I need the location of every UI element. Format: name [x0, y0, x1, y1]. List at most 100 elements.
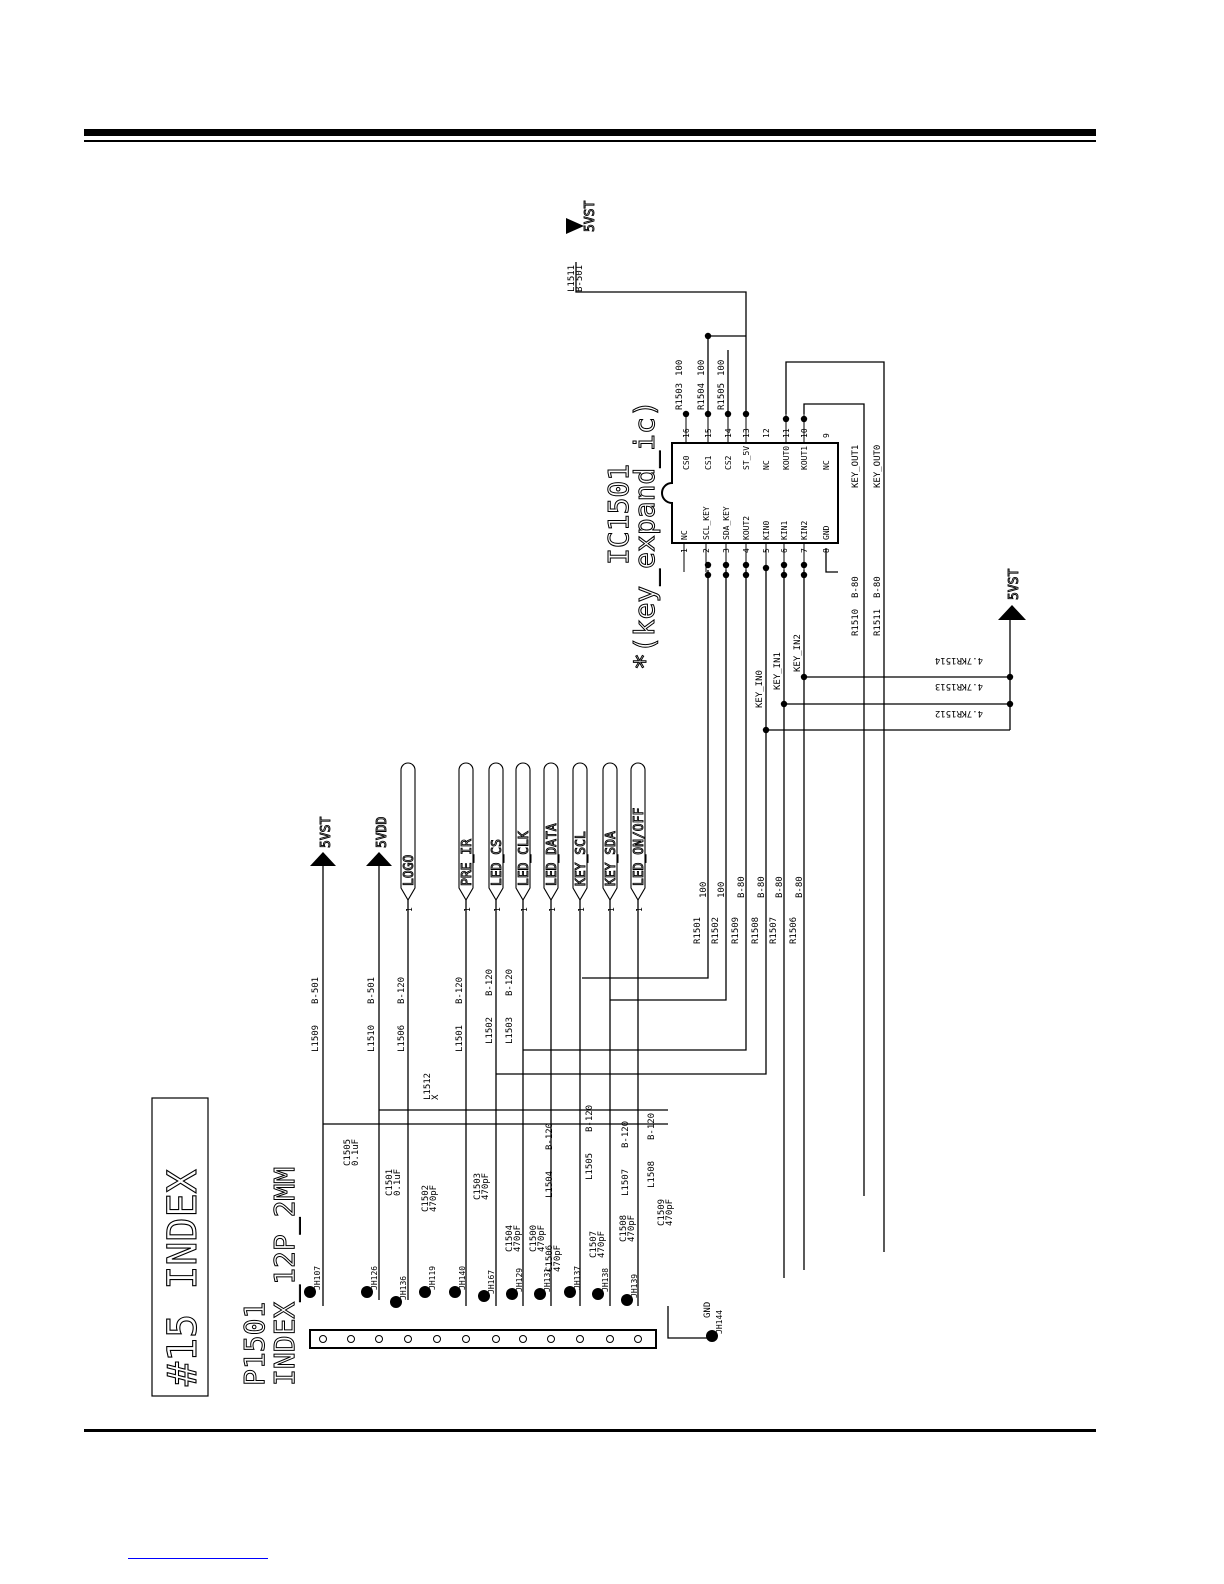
ferrite-value: B-120 [505, 969, 515, 996]
ic-part: *(key_expand_ic) [628, 400, 662, 670]
ic-pin-name: CS2 [724, 455, 733, 470]
net-label: KEY_IN1 [773, 652, 783, 690]
net-flag-label: PRE_IR [460, 839, 475, 886]
jumper-label: JH137 [573, 1266, 582, 1290]
net-pin-number: 1 [577, 907, 586, 912]
resistor-value: B-80 [775, 876, 785, 898]
jumper-pad [564, 1286, 576, 1298]
jumper-pad [361, 1286, 373, 1298]
ic-pin-number: 9 [822, 433, 831, 438]
pullup-value: 4.7K [961, 708, 983, 718]
power-5vdd-left: 5VDD [366, 816, 392, 866]
net-flag [515, 762, 531, 902]
page-title: #15 INDEX [160, 1169, 206, 1386]
jumper-pad [706, 1330, 718, 1342]
jumper-label: JH119 [428, 1266, 437, 1290]
capacitor-ref: C1503 [473, 1173, 483, 1200]
ferrite-ref: L1509 [311, 1025, 321, 1052]
junction-dot [800, 673, 808, 681]
capacitor-ref: C1504 [505, 1225, 515, 1252]
capacitor-value: 470pF [537, 1225, 547, 1252]
ferrite-value: B-120 [485, 969, 495, 996]
gnd-label: GND [703, 1302, 713, 1318]
ferrite-value: B-120 [545, 1123, 555, 1150]
net-flag [488, 762, 504, 902]
resistor-ref: R1507 [769, 917, 779, 944]
capacitor-value: 0.1uF [393, 1169, 403, 1196]
net-flag [458, 762, 474, 902]
connector-pin [319, 1335, 327, 1343]
junction-dot [742, 410, 750, 418]
jumper-label: JH126 [370, 1266, 379, 1290]
power-label-left1: 5VST [319, 817, 334, 848]
junction-dot [782, 415, 790, 423]
ic-pin-name: CS0 [682, 455, 691, 470]
net-flag-label: LED_ON/OFF [632, 808, 647, 886]
capacitor-value: 470pF [597, 1231, 607, 1258]
pullup-ref: R1513 [935, 681, 962, 691]
net-flag [572, 762, 588, 902]
jumper-pad [592, 1288, 604, 1300]
ferrite-value: B-120 [585, 1105, 595, 1132]
net-flag-label: KEY_SDA [604, 831, 619, 886]
ic-pin-name: ST_5V [742, 446, 751, 470]
net-label: KEY_IN2 [793, 634, 803, 672]
ferrite-ref: L1503 [505, 1017, 515, 1044]
net-flag-label: LED_CS [490, 839, 505, 886]
ic-pin-name: NC [680, 530, 689, 540]
ferrite-ref: L1506 [397, 1025, 407, 1052]
power-5vst-right: 5VST [998, 568, 1026, 620]
capacitor-ref: C1502 [421, 1185, 431, 1212]
header-rule-thin [84, 140, 1096, 142]
jumper-pad [506, 1288, 518, 1300]
connector-ref: P1501 [238, 1302, 271, 1386]
ic-pin-name: KIN1 [780, 521, 789, 540]
net-pin-number: 1 [520, 907, 529, 912]
pullup-value: 4.7K [961, 681, 983, 691]
connector-pin [547, 1335, 555, 1343]
wiring [322, 262, 1011, 1339]
power-label-right: 5VST [1007, 569, 1022, 600]
jumper-pad [478, 1290, 490, 1302]
title-box [151, 1097, 209, 1397]
ic-pin-name: KOUT2 [742, 516, 751, 540]
ic-pin-name: SDA_KEY [722, 506, 731, 540]
jumper-label: JH140 [458, 1266, 467, 1290]
resistor-ref: R1502 [711, 917, 721, 944]
ferrite-ref: L1510 [367, 1025, 377, 1052]
junction-dot [722, 571, 730, 579]
net-pin-number: 1 [405, 907, 414, 912]
ic-pin-name: KOUT0 [782, 446, 791, 470]
resistor-value: B-80 [851, 576, 861, 598]
net-flag-label: LED_CLK [517, 831, 532, 886]
capacitor-ref: C1505 [343, 1139, 353, 1166]
net-flag [543, 762, 559, 902]
ferrite-value: B-120 [455, 977, 465, 1004]
connector-pin [347, 1335, 355, 1343]
capacitor-ref: C1500 [529, 1225, 539, 1252]
connector-pin [375, 1335, 383, 1343]
resistor-ref: R1506 [789, 917, 799, 944]
net-pin-number: 1 [463, 907, 472, 912]
capacitor-value: 0.1uF [351, 1139, 361, 1166]
net-pin-number: 1 [548, 907, 557, 912]
capacitor-value: 470pF [481, 1173, 491, 1200]
junction-dot [780, 700, 788, 708]
ferrite-value: B-120 [647, 1113, 657, 1140]
header-rule-thick [84, 129, 1096, 136]
junction-dot [1006, 673, 1014, 681]
capacitor-ref: C1506 [545, 1245, 555, 1272]
net-flag [602, 762, 618, 902]
power-label-top: 5VST [583, 201, 598, 232]
connector-part: INDEX_12P_2MM [268, 1167, 302, 1386]
ferrite-value: B-501 [311, 977, 321, 1004]
ferrite-value: B-120 [621, 1121, 631, 1148]
resistor-value: B-80 [757, 876, 767, 898]
resistor-value: B-80 [795, 876, 805, 898]
ic-pin-name: GND [822, 525, 831, 540]
connector-pin [404, 1335, 412, 1343]
pullup-ref: R1512 [935, 708, 962, 718]
ferrite-ref: L1508 [647, 1161, 657, 1188]
capacitor-ref: C1508 [619, 1215, 629, 1242]
